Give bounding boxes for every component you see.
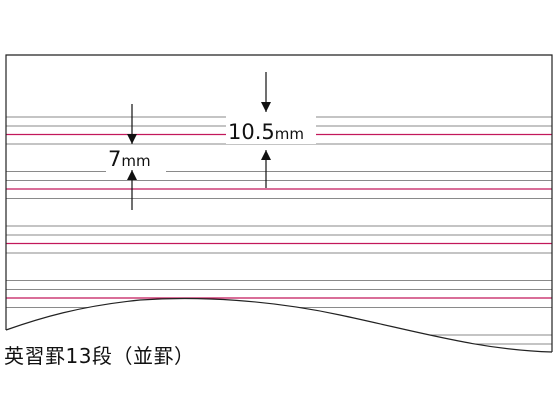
band-height-unit: mm xyxy=(121,152,150,170)
arrow-up-head-icon xyxy=(127,170,137,180)
arrow-down-head-icon xyxy=(261,102,271,112)
arrow-up-head-icon xyxy=(261,150,271,160)
line-spacing-dimension: 10.5mm xyxy=(226,72,316,188)
line-spacing-label: 10.5mm xyxy=(228,120,304,144)
band-height-number: 7 xyxy=(108,147,121,171)
band-height-label: 7mm xyxy=(108,147,151,171)
band-height-dimension: 7mm xyxy=(106,104,166,210)
sheet-outline xyxy=(5,54,553,353)
line-spacing-unit: mm xyxy=(275,125,304,143)
dimension-label-mask xyxy=(106,146,166,172)
diagram-caption: 英習罫13段（並罫） xyxy=(4,344,195,368)
line-spacing-number: 10.5 xyxy=(228,120,275,144)
arrow-down-head-icon xyxy=(127,134,137,144)
dimension-label-mask xyxy=(226,116,316,144)
ruling-lines xyxy=(6,116,552,352)
